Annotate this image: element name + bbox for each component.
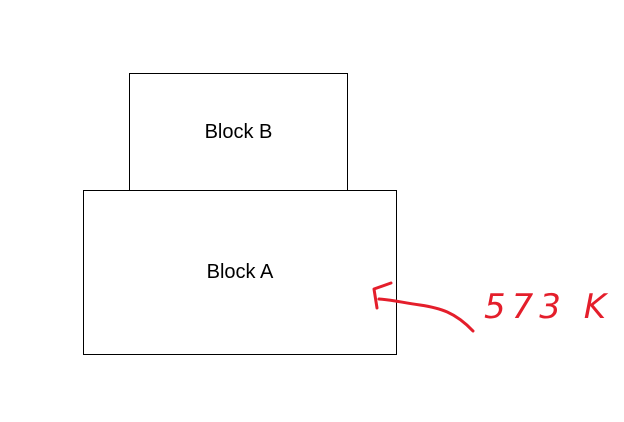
block-b-label: Block B <box>204 120 273 143</box>
annotation-value: 573 K <box>484 287 612 327</box>
block-b: Block B <box>129 73 348 191</box>
block-a-label: Block A <box>206 261 274 283</box>
handwritten-arrow-icon <box>372 281 475 333</box>
block-a: Block A <box>83 190 397 355</box>
